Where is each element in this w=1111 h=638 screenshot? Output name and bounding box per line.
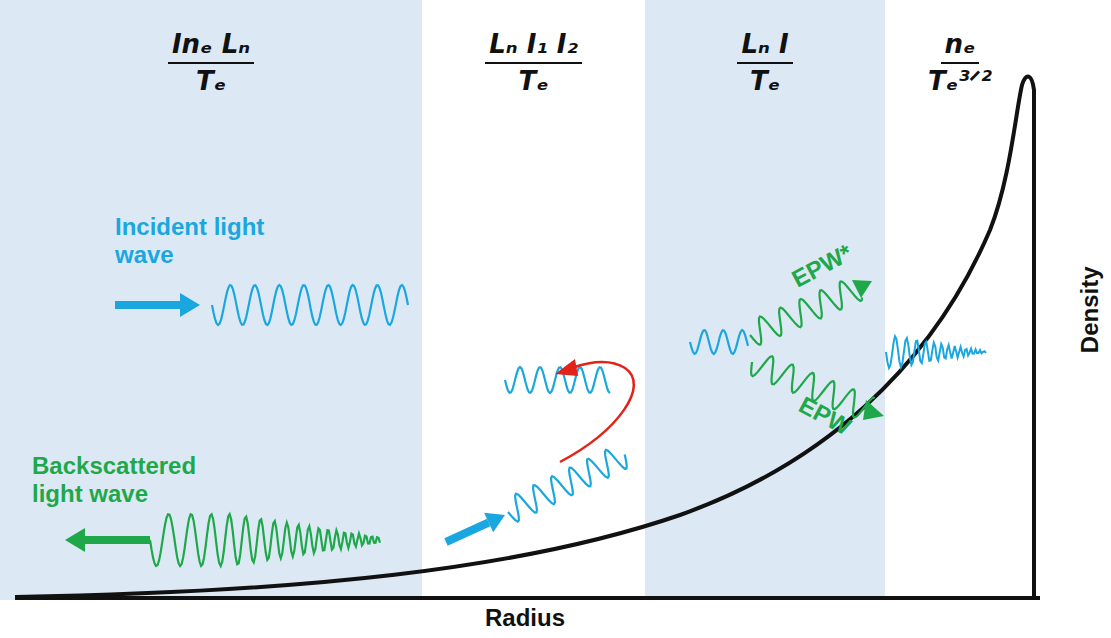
scaling-formula: Inₑ LₙTₑ bbox=[168, 0, 254, 95]
epw-star-wave bbox=[750, 281, 862, 344]
formula-denominator: Tₑ bbox=[518, 64, 548, 96]
formula-denominator: Tₑ bbox=[750, 64, 780, 96]
axis-label: Radius bbox=[470, 604, 580, 632]
transfer-arrow bbox=[560, 362, 634, 462]
scaling-formula: nₑTₑ³ᐟ² bbox=[928, 0, 992, 95]
region-band: Lₙ ITₑ bbox=[645, 0, 885, 600]
formula-numerator: Inₑ Lₙ bbox=[168, 30, 254, 64]
crossing-beam-arrow-head bbox=[484, 513, 505, 533]
density-profile bbox=[15, 76, 1034, 598]
radius-axis bbox=[15, 596, 1040, 600]
pump-wave bbox=[690, 330, 748, 354]
scaling-formula: Lₙ ITₑ bbox=[737, 0, 792, 95]
epw-head bbox=[863, 400, 884, 420]
epw-star-head bbox=[852, 280, 872, 298]
formula-numerator: Lₙ I bbox=[737, 30, 792, 64]
formula-denominator: Tₑ bbox=[196, 64, 226, 96]
axis-label: Density bbox=[1076, 260, 1104, 360]
crossing-beam-wave bbox=[508, 450, 627, 522]
formula-numerator: nₑ bbox=[941, 30, 980, 64]
incident-wave bbox=[212, 285, 408, 325]
transfer-arrow-head bbox=[555, 359, 578, 376]
region-band: Lₙ I₁ I₂Tₑ bbox=[422, 0, 645, 600]
backscattered-wave bbox=[150, 514, 380, 566]
incident-arrow-shaft bbox=[115, 301, 180, 309]
transfer-beam-wave bbox=[505, 367, 610, 393]
incident-arrow-head bbox=[180, 293, 200, 317]
wave-label: Backscattered light wave bbox=[32, 452, 232, 507]
wave-label: Incident light wave bbox=[115, 213, 275, 268]
absorbed-wave bbox=[886, 336, 986, 368]
backscatter-arrow-shaft bbox=[85, 536, 150, 544]
backscatter-arrow-head bbox=[65, 528, 85, 552]
formula-numerator: Lₙ I₁ I₂ bbox=[485, 30, 582, 64]
crossing-beam-arrow-shaft bbox=[446, 522, 489, 542]
scaling-formula: Lₙ I₁ I₂Tₑ bbox=[485, 0, 582, 95]
region-band: nₑTₑ³ᐟ² bbox=[885, 0, 1035, 600]
formula-denominator: Tₑ³ᐟ² bbox=[928, 64, 992, 96]
